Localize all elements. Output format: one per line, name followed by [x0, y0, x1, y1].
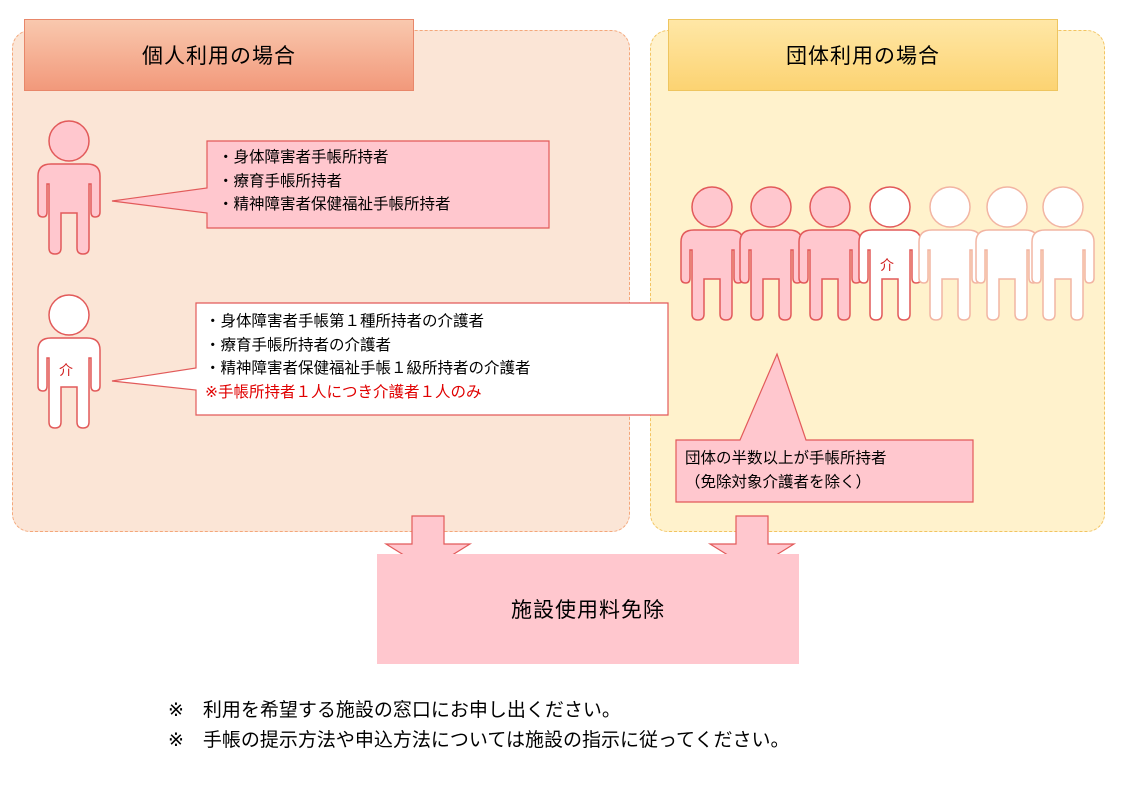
holder-callout-box — [111, 140, 550, 229]
handbook-holder-person-icon — [37, 120, 101, 255]
caregiver-callout-text: ・身体障害者手帳第１種所持者の介護者 ・療育手帳所持者の介護者 ・精神障害者保健… — [205, 310, 531, 404]
footnote: ※ 手帳の提示方法や申込方法については施設の指示に従ってください。 — [168, 729, 790, 751]
caregiver-mark: 介 — [59, 363, 73, 379]
group-member-person-icon — [1031, 186, 1095, 321]
caregiver-callout-line: ・身体障害者手帳第１種所持者の介護者 — [205, 312, 485, 330]
group-members — [680, 186, 1095, 321]
individual-use-panel — [12, 30, 630, 532]
group-member-person-icon — [975, 186, 1039, 321]
holder-callout-line: ・療育手帳所持者 — [218, 171, 343, 190]
caregiver-limit-note: ※手帳所持者１人につき介護者１人のみ — [205, 382, 482, 401]
group-callout-line: （免除対象介護者を除く） — [685, 472, 872, 491]
caregiver-person-icon — [37, 294, 101, 429]
holder-callout-line: ・身体障害者手帳所持者 — [218, 148, 389, 166]
individual-use-title: 個人利用の場合 — [142, 44, 296, 68]
group-holder-person-icon — [680, 186, 744, 321]
group-caregiver-mark: 介 — [880, 258, 894, 274]
caregiver-callout-line: ・精神障害者保健福祉手帳１級所持者の介護者 — [205, 359, 531, 377]
group-use-title: 団体利用の場合 — [786, 44, 940, 68]
fee-exemption-label: 施設使用料免除 — [511, 598, 665, 622]
group-member-person-icon — [918, 186, 982, 321]
footnote: ※ 利用を希望する施設の窓口にお申し出ください。 — [168, 699, 621, 721]
individual-use-header: 個人利用の場合 — [24, 19, 414, 91]
caregiver-callout-box — [111, 302, 669, 416]
group-callout-box — [675, 352, 974, 503]
group-callout-line: 団体の半数以上が手帳所持者 — [685, 449, 887, 467]
group-use-header: 団体利用の場合 — [668, 19, 1058, 91]
holder-callout-text: ・身体障害者手帳所持者 ・療育手帳所持者 ・精神障害者保健福祉手帳所持者 — [218, 146, 451, 217]
group-holder-person-icon — [798, 186, 862, 321]
caregiver-callout-line: ・療育手帳所持者の介護者 — [205, 335, 392, 354]
group-holder-person-icon — [739, 186, 803, 321]
holder-callout-line: ・精神障害者保健福祉手帳所持者 — [218, 195, 451, 213]
fee-exemption-box: 施設使用料免除 — [377, 554, 799, 664]
group-callout-text: 団体の半数以上が手帳所持者 （免除対象介護者を除く） — [685, 447, 887, 494]
group-caregiver-person-icon — [858, 186, 922, 321]
